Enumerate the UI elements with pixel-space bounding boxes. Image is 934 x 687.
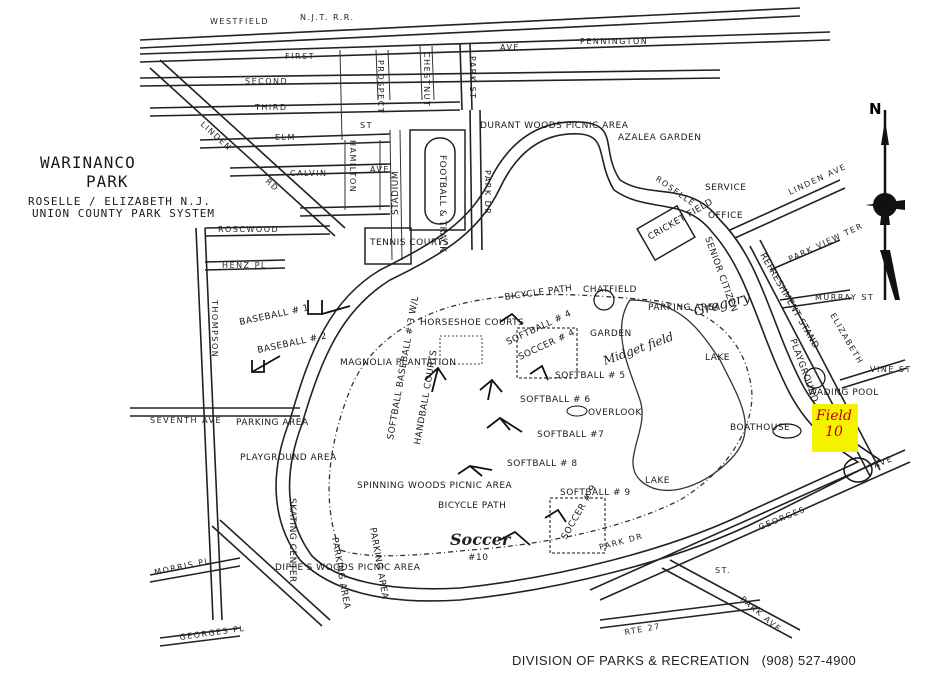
chatfield-label: CHATFIELD	[583, 285, 637, 295]
field-10-label: Field 10	[814, 408, 854, 440]
elm-label: ELM	[275, 133, 296, 142]
dippe-label: DIPPE'S WOODS PICNIC AREA	[275, 563, 421, 573]
park-title-line2: PARK	[86, 172, 129, 191]
calvin-label: CALVIN	[290, 169, 327, 178]
bicycle-top-label: BICYCLE PATH	[504, 284, 573, 303]
skating-label: SKATING CENTER	[287, 498, 297, 583]
playground-l-label: PLAYGROUND AREA	[240, 453, 337, 463]
north-label: N	[869, 100, 882, 118]
st-label: ST	[360, 121, 373, 130]
wading-label: WADING POOL	[808, 388, 879, 398]
office-label: OFFICE	[708, 211, 743, 221]
softball8-label: SOFTBALL # 8	[507, 459, 578, 469]
murray-label: MURRAY ST	[815, 293, 874, 302]
lake1-label: LAKE	[705, 353, 730, 363]
ball-fields	[251, 289, 873, 554]
compass-icon	[865, 110, 905, 300]
durant-label: DURANT WOODS PICNIC AREA	[480, 121, 629, 131]
football-label: FOOTBALL & TRACK	[437, 155, 447, 253]
footer-phone: (908) 527-4900	[761, 653, 857, 668]
park-title-line1: WARINANCO	[40, 153, 136, 172]
softball5-label: SOFTBALL # 5	[555, 371, 626, 381]
henz-label: HENZ PL	[222, 261, 267, 270]
field-10-line1: Field	[816, 408, 852, 424]
boathouse-label: BOATHOUSE	[730, 423, 790, 433]
softball6-label: SOFTBALL # 6	[520, 395, 591, 405]
rd-label: RD	[264, 177, 281, 194]
parking-b1-label: PARKING AREA	[329, 537, 352, 611]
garden-label: GARDEN	[590, 329, 632, 339]
pennington-label: PENNINGTON	[580, 37, 648, 46]
softball9-label: SOFTBALL # 9	[560, 488, 631, 498]
ave-calvin-label: AVE	[370, 165, 390, 174]
tennis-courts	[364, 227, 412, 265]
football-track	[424, 137, 456, 225]
lake2-label: LAKE	[645, 476, 670, 486]
soccer10-annotation: Soccer	[450, 530, 512, 549]
overlook-label: OVERLOOK	[588, 408, 642, 418]
park-view-label: PARK VIEW TER	[787, 221, 865, 264]
chestnut-label: CHESTNUT	[422, 52, 431, 107]
stadium-label: STADIUM	[391, 171, 401, 215]
second-label: SECOND	[245, 77, 288, 86]
field-10-highlight	[812, 404, 858, 452]
park-boundary	[275, 121, 882, 602]
softball7-label: SOFTBALL #7	[537, 430, 604, 440]
roswood-label: ROSCWOOD	[218, 225, 279, 234]
field-10-line2: 10	[825, 424, 843, 440]
cricket-field	[636, 204, 696, 262]
stadium	[409, 129, 466, 231]
elizabeth-label: ELIZABETH	[828, 312, 865, 367]
spinning-label: SPINNING WOODS PICNIC AREA	[357, 481, 513, 491]
third-label: THIRD	[254, 103, 287, 112]
bicycle-bottom-label: BICYCLE PATH	[438, 501, 506, 511]
vine-label: VINE ST	[870, 365, 912, 374]
park-path	[328, 293, 753, 557]
azalea-label: AZALEA GARDEN	[618, 133, 701, 143]
footer: DIVISION OF PARKS & RECREATION (908) 527…	[512, 653, 856, 668]
morris-label: MORRIS PL	[154, 556, 212, 577]
magnolia-label: MAGNOLIA PLANTATION	[340, 358, 457, 368]
seventh-label: SEVENTH AVE	[150, 416, 222, 425]
njrr-label: N.J.T. R.R.	[300, 13, 355, 22]
prospect-label: PROSPECT	[376, 60, 385, 114]
parking-top-label: PARKING AREA	[648, 303, 721, 313]
thompson-label: THOMPSON	[210, 299, 219, 358]
num10-label: #10	[468, 553, 489, 563]
parking-left-label: PARKING AREA	[236, 418, 309, 428]
tennis-label: TENNIS COURTS	[369, 238, 449, 248]
ave-top-label: AVE	[500, 43, 520, 52]
park-ave-label: PARK AVE	[739, 595, 784, 634]
park-dr-label: PARK DR	[483, 170, 492, 215]
park-system: UNION COUNTY PARK SYSTEM	[32, 207, 215, 220]
rte-st-label: ST.	[715, 566, 731, 575]
first-label: FIRST	[285, 52, 315, 61]
park-st-label: PARK ST	[468, 56, 477, 100]
horseshoe-label: HORSESHOE COURTS	[420, 318, 524, 328]
lake	[620, 299, 746, 492]
park-location: ROSELLE / ELIZABETH N.J.	[28, 195, 211, 208]
footer-division: DIVISION OF PARKS & RECREATION	[512, 653, 750, 668]
westfield-label: WESTFIELD	[210, 17, 269, 26]
baseball1-label: BASEBALL # 1	[239, 303, 311, 328]
hamilton-label: HAMILTON	[348, 140, 357, 193]
cricket-label: CRICKET FIELD	[647, 197, 716, 242]
service-label: SERVICE	[705, 183, 746, 193]
